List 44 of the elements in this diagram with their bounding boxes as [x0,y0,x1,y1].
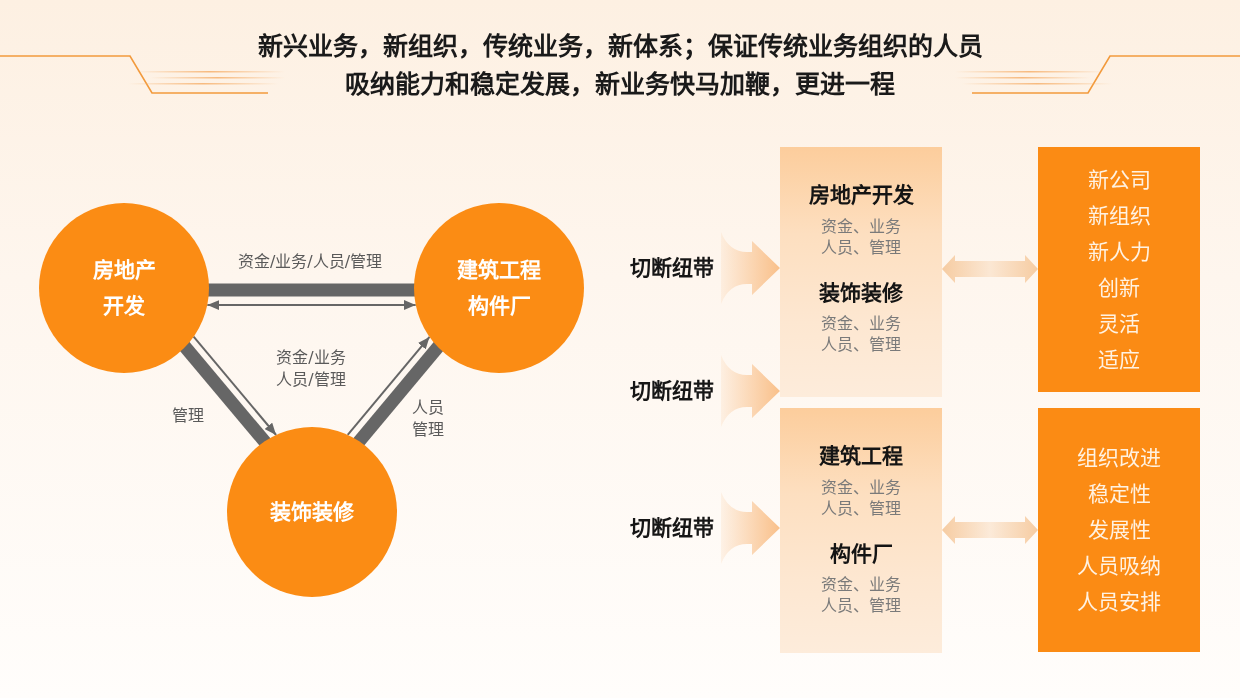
panel-heading: 房地产开发 [808,182,914,209]
arrow [192,335,278,436]
double-arrow [206,300,417,310]
arrow [721,492,780,564]
circle-node: 房地产开发 [39,203,209,373]
box-text: 组织改进 [1077,445,1161,472]
flow-label: 资金/业务人员/管理 [275,347,347,391]
edge-label: 人员管理 [411,397,445,441]
double-arrow [942,255,1038,283]
edge-label: 切断纽带 [630,515,714,542]
panel-text: 资金、业务人员、管理 [820,313,902,355]
edge-label: 资金/业务/人员/管理 [237,251,383,273]
arrow [346,335,431,436]
double-arrow [942,516,1038,544]
info-box [1038,147,1200,392]
box-text: 创新 [1098,274,1140,302]
circle-node: 建筑工程构件厂 [414,203,584,373]
box-text: 发展性 [1087,517,1151,544]
circle-node: 装饰装修 [227,427,397,597]
edge-label: 切断纽带 [630,378,714,405]
box-text: 适应 [1098,346,1140,374]
arrow [721,232,780,304]
box-text: 人员安排 [1077,589,1161,616]
panel [780,147,942,397]
edge-label: 切断纽带 [630,255,714,282]
box-text: 新组织 [1087,202,1151,230]
panel-text: 资金、业务人员、管理 [820,477,902,519]
panel-heading: 建筑工程 [819,443,903,470]
connector-bar [178,340,272,448]
arrow [721,355,780,427]
panel-text: 资金、业务人员、管理 [820,574,902,616]
edge-label: 管理 [172,405,204,427]
box-text: 人员吸纳 [1077,553,1161,580]
box-text: 新人力 [1087,238,1151,266]
info-box [1038,408,1200,652]
box-text: 稳定性 [1087,481,1151,508]
panel-heading: 构件厂 [829,541,893,568]
panel-text: 资金、业务人员、管理 [820,216,902,258]
box-text: 灵活 [1098,310,1140,338]
connector-bar [352,340,445,448]
box-text: 新公司 [1087,166,1151,194]
panel-heading: 装饰装修 [819,280,903,307]
panel [780,408,942,653]
title: 新兴业务，新组织，传统业务，新体系；保证传统业务组织的人员吸纳能力和稳定发展，新业务快马加鞭，更进一程 [256,31,984,101]
